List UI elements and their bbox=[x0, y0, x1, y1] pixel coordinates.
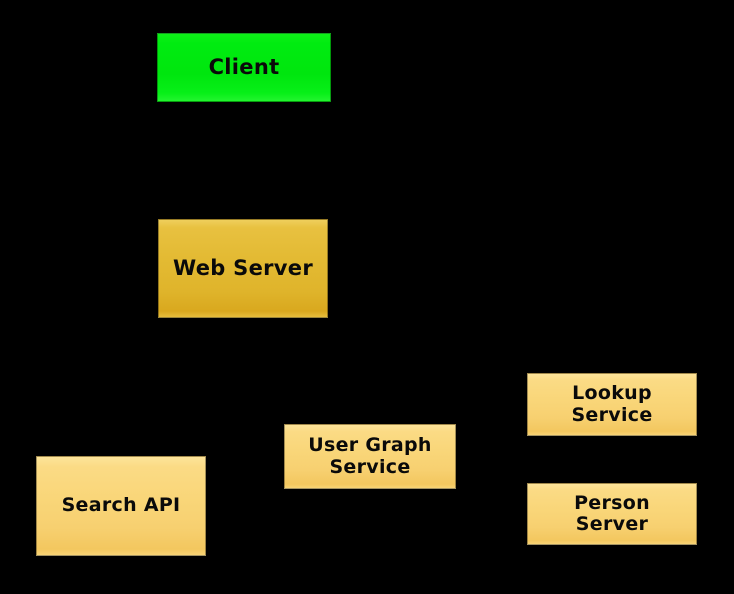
node-web-server-label: Web Server bbox=[172, 255, 313, 280]
node-user-graph-service-label: User Graph Service bbox=[308, 434, 432, 478]
node-lookup-service-label: Lookup Service bbox=[571, 382, 653, 426]
node-client-label: Client bbox=[208, 54, 280, 79]
node-person-server[interactable]: Person Server bbox=[527, 483, 697, 545]
node-client[interactable]: Client bbox=[157, 33, 331, 102]
node-search-api-label: Search API bbox=[61, 494, 181, 517]
node-search-api[interactable]: Search API bbox=[36, 456, 206, 556]
node-person-server-label: Person Server bbox=[574, 491, 650, 535]
node-user-graph-service[interactable]: User Graph Service bbox=[284, 424, 456, 489]
node-web-server[interactable]: Web Server bbox=[158, 219, 328, 318]
node-lookup-service[interactable]: Lookup Service bbox=[527, 373, 697, 436]
